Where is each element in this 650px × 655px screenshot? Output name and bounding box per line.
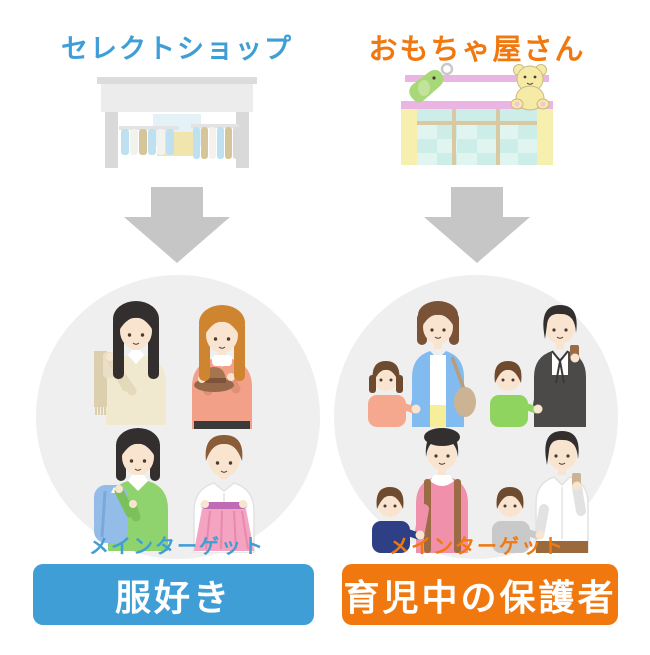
clothing-store-illustration <box>97 77 257 168</box>
woman-with-sweater-illustration <box>94 428 168 551</box>
store-roof-strip <box>97 77 257 84</box>
down-arrow-icon-right <box>424 187 530 263</box>
father-shirt-and-boy-illustration <box>492 431 589 553</box>
hanging-clothes-left-rack <box>119 126 179 155</box>
right-target-box: 育児中の保護者 <box>342 564 618 625</box>
left-target-circle <box>36 275 320 559</box>
toy-store-sign-bottom-stripe <box>401 101 553 109</box>
right-target-label: メインターゲット <box>389 536 565 558</box>
toy-robot-illustration <box>409 62 454 103</box>
mother-and-boy-illustration <box>372 428 468 553</box>
store-awning <box>101 84 253 112</box>
father-and-boy-illustration <box>490 305 586 427</box>
toy-store-windows <box>417 109 537 165</box>
mother-and-girl-illustration <box>368 301 476 427</box>
toy-store-illustration <box>401 62 553 165</box>
right-target-circle <box>334 275 618 559</box>
woman-with-scarf-illustration <box>94 301 166 425</box>
left-target-box: 服好き <box>33 564 314 625</box>
right-title: おもちゃ屋さん <box>368 34 586 66</box>
woman-with-hat-illustration <box>192 305 252 429</box>
toy-store-sign-top-stripe <box>405 75 549 82</box>
woman-with-skirt-illustration <box>193 435 255 553</box>
left-title: セレクトショップ <box>61 34 293 64</box>
down-arrow-icon-left <box>124 187 230 263</box>
teddy-bear-illustration <box>510 64 550 111</box>
store-left-column <box>105 112 118 168</box>
left-target-label: メインターゲット <box>89 536 265 558</box>
hanging-clothes-right-rack <box>191 124 240 159</box>
